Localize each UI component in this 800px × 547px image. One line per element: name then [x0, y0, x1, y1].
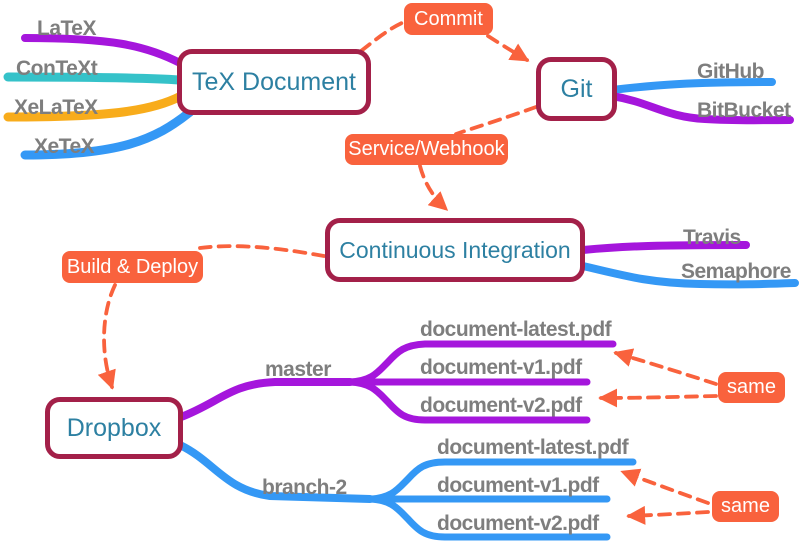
label-latex: LaTeX	[37, 17, 96, 40]
edge-same1-to-latest	[613, 348, 718, 386]
node-dropbox-label: Dropbox	[66, 413, 162, 442]
tag-build-deploy: Build & Deploy	[62, 251, 203, 283]
label-branch2: branch-2	[262, 476, 347, 499]
edge-github	[608, 78, 776, 94]
edge-same1-to-v2	[598, 388, 718, 408]
node-git: Git	[536, 57, 617, 121]
label-xetex: XeTeX	[34, 135, 95, 158]
tag-service-webhook: Service/Webhook	[345, 134, 508, 165]
tag-build-deploy-label: Build & Deploy	[66, 255, 199, 278]
edge-xetex	[20, 107, 195, 160]
label-github: GitHub	[697, 60, 764, 83]
edge-commit-to-git-arrow	[486, 34, 530, 62]
edge-bitbucket	[608, 92, 794, 125]
edge-context	[3, 72, 185, 85]
label-branch2-file-latest: document-latest.pdf	[437, 436, 629, 459]
edge-build-to-dropbox-arrow	[97, 283, 117, 390]
label-bitbucket: BitBucket	[697, 99, 791, 122]
edge-xelatex	[3, 91, 186, 122]
edge-travis	[579, 241, 750, 254]
edge-tex-to-commit	[359, 20, 406, 53]
node-tex-document: TeX Document	[177, 49, 371, 115]
tag-commit-label: Commit	[414, 7, 483, 30]
tag-same-master-label: same	[727, 376, 776, 398]
label-master-file-latest: document-latest.pdf	[420, 318, 612, 341]
label-master-file-v1: document-v1.pdf	[420, 356, 582, 379]
edge-same2-to-v2	[626, 505, 710, 525]
label-xelatex: XeLaTeX	[14, 96, 98, 119]
label-context: ConTeXt	[16, 57, 98, 80]
label-travis: Travis	[683, 226, 741, 249]
edge-master	[177, 378, 354, 421]
label-master: master	[265, 358, 331, 381]
tag-same-branch2-label: same	[721, 495, 770, 517]
node-dropbox: Dropbox	[45, 397, 183, 459]
tag-service-webhook-label: Service/Webhook	[348, 138, 505, 160]
node-continuous-integration: Continuous Integration	[325, 218, 585, 282]
node-tex-document-label: TeX Document	[192, 67, 356, 96]
label-branch2-file-v1: document-v1.pdf	[437, 474, 599, 497]
edge-semaphore	[579, 262, 799, 289]
edge-branch2-v2	[366, 495, 611, 541]
edge-webhook-to-ci-arrow	[418, 164, 449, 211]
tag-commit: Commit	[404, 3, 493, 35]
edge-ci-to-build	[198, 244, 326, 258]
tag-same-master: same	[718, 372, 785, 403]
label-master-file-v2: document-v2.pdf	[420, 394, 582, 417]
edge-master-v2	[346, 378, 591, 424]
edge-branch2	[176, 441, 374, 503]
label-branch2-file-v2: document-v2.pdf	[437, 512, 599, 535]
edge-same2-to-latest	[620, 468, 710, 505]
edge-git-to-webhook	[454, 105, 538, 136]
node-git-label: Git	[560, 74, 593, 103]
edge-latex	[21, 34, 184, 67]
tag-same-branch2: same	[712, 491, 779, 522]
node-ci-label: Continuous Integration	[339, 236, 571, 263]
label-semaphore: Semaphore	[681, 260, 791, 283]
